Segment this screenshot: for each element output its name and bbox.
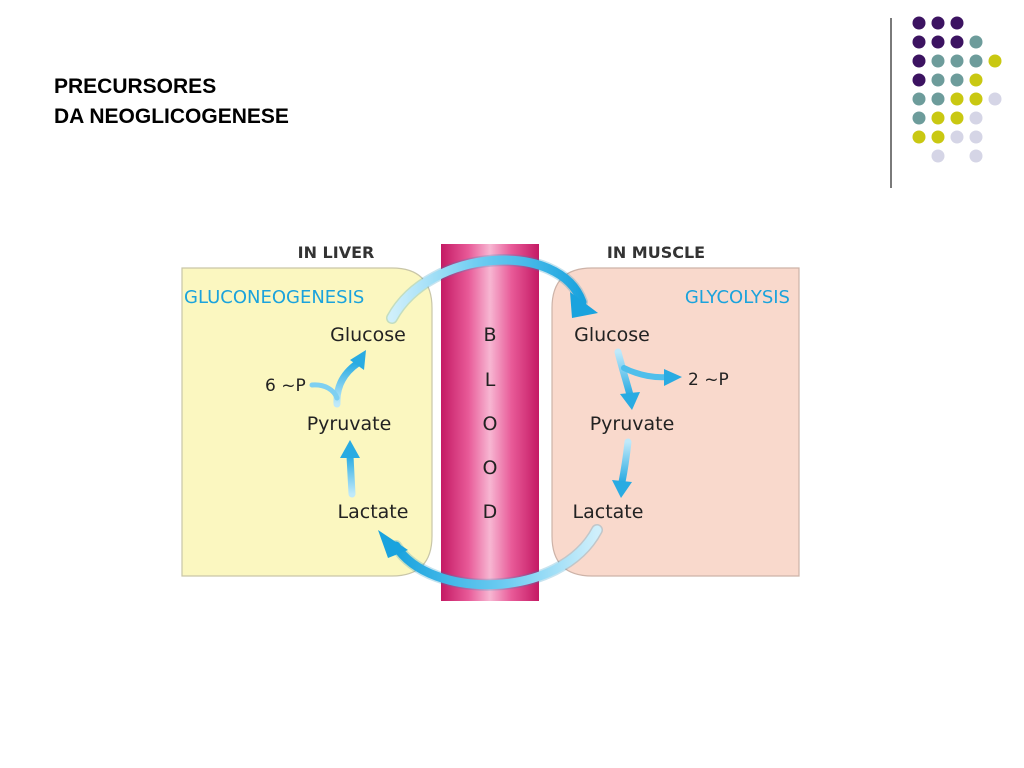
- blood-letter: O: [483, 457, 498, 479]
- decorative-dot: [950, 16, 964, 30]
- decorative-dot: [950, 111, 964, 125]
- decorative-dot-grid: [912, 16, 1002, 163]
- decorative-dot: [931, 130, 945, 144]
- muscle-pyruvate-to-lactate-arrow-icon: [612, 438, 632, 498]
- decorative-dot: [912, 54, 926, 68]
- muscle-glucose-label: Glucose: [574, 324, 650, 346]
- title-line-1: PRECURSORES: [54, 75, 217, 98]
- slide-title: PRECURSORES DA NEOGLICOGENESE: [54, 72, 289, 132]
- decorative-dot: [969, 54, 983, 68]
- top-arc-arrow-icon: [386, 254, 598, 324]
- decorative-dot: [950, 54, 964, 68]
- liver-panel: [181, 267, 433, 577]
- liver-pyruvate-label: Pyruvate: [307, 413, 392, 435]
- decorative-dot: [912, 16, 926, 30]
- liver-header: IN LIVER: [298, 243, 375, 262]
- decorative-dot: [912, 92, 926, 106]
- title-line-2: DA NEOGLICOGENESE: [54, 105, 289, 128]
- glycolysis-label: GLYCOLYSIS: [685, 287, 790, 308]
- blood-letter: O: [483, 413, 498, 435]
- muscle-glucose-to-pyruvate-arrow-icon: [614, 348, 682, 410]
- decorative-dot: [912, 111, 926, 125]
- decorative-dot: [931, 73, 945, 87]
- decorative-dot: [931, 111, 945, 125]
- blood-vessel: [441, 244, 539, 601]
- decorative-dot: [950, 35, 964, 49]
- decorative-dot: [931, 54, 945, 68]
- decorative-dot: [912, 130, 926, 144]
- liver-glucose-label: Glucose: [330, 324, 406, 346]
- gluconeogenesis-label: GLUCONEOGENESIS: [184, 287, 364, 308]
- decorative-dot: [950, 130, 964, 144]
- blood-letter: L: [485, 369, 496, 391]
- liver-atp-label: 6 ~P: [265, 376, 306, 396]
- decorative-dot: [969, 149, 983, 163]
- decorative-dot: [931, 35, 945, 49]
- blood-letter: D: [483, 501, 498, 523]
- decorative-dot: [931, 92, 945, 106]
- decorative-dot: [950, 73, 964, 87]
- liver-pyruvate-to-glucose-arrow-icon: [309, 350, 366, 408]
- muscle-atp-label: 2 ~P: [688, 370, 729, 390]
- decorative-dot: [931, 149, 945, 163]
- decorative-dot: [969, 35, 983, 49]
- muscle-header: IN MUSCLE: [607, 243, 705, 262]
- decorative-dot: [969, 92, 983, 106]
- decorative-dot: [969, 130, 983, 144]
- divider-line: [890, 18, 892, 188]
- decorative-dot: [912, 73, 926, 87]
- decorative-dot: [950, 92, 964, 106]
- bottom-arc-arrow-icon: [378, 524, 603, 591]
- blood-label: B L O O D: [483, 324, 498, 523]
- decorative-dot: [931, 16, 945, 30]
- liver-lactate-label: Lactate: [338, 501, 409, 523]
- decorative-dot: [969, 73, 983, 87]
- muscle-pyruvate-label: Pyruvate: [590, 413, 675, 435]
- muscle-panel: [551, 267, 800, 577]
- decorative-dot: [988, 92, 1002, 106]
- muscle-lactate-label: Lactate: [573, 501, 644, 523]
- liver-lactate-to-pyruvate-arrow-icon: [340, 440, 360, 498]
- blood-letter: B: [483, 324, 496, 346]
- decorative-dot: [988, 54, 1002, 68]
- decorative-dot: [912, 35, 926, 49]
- decorative-dot: [969, 111, 983, 125]
